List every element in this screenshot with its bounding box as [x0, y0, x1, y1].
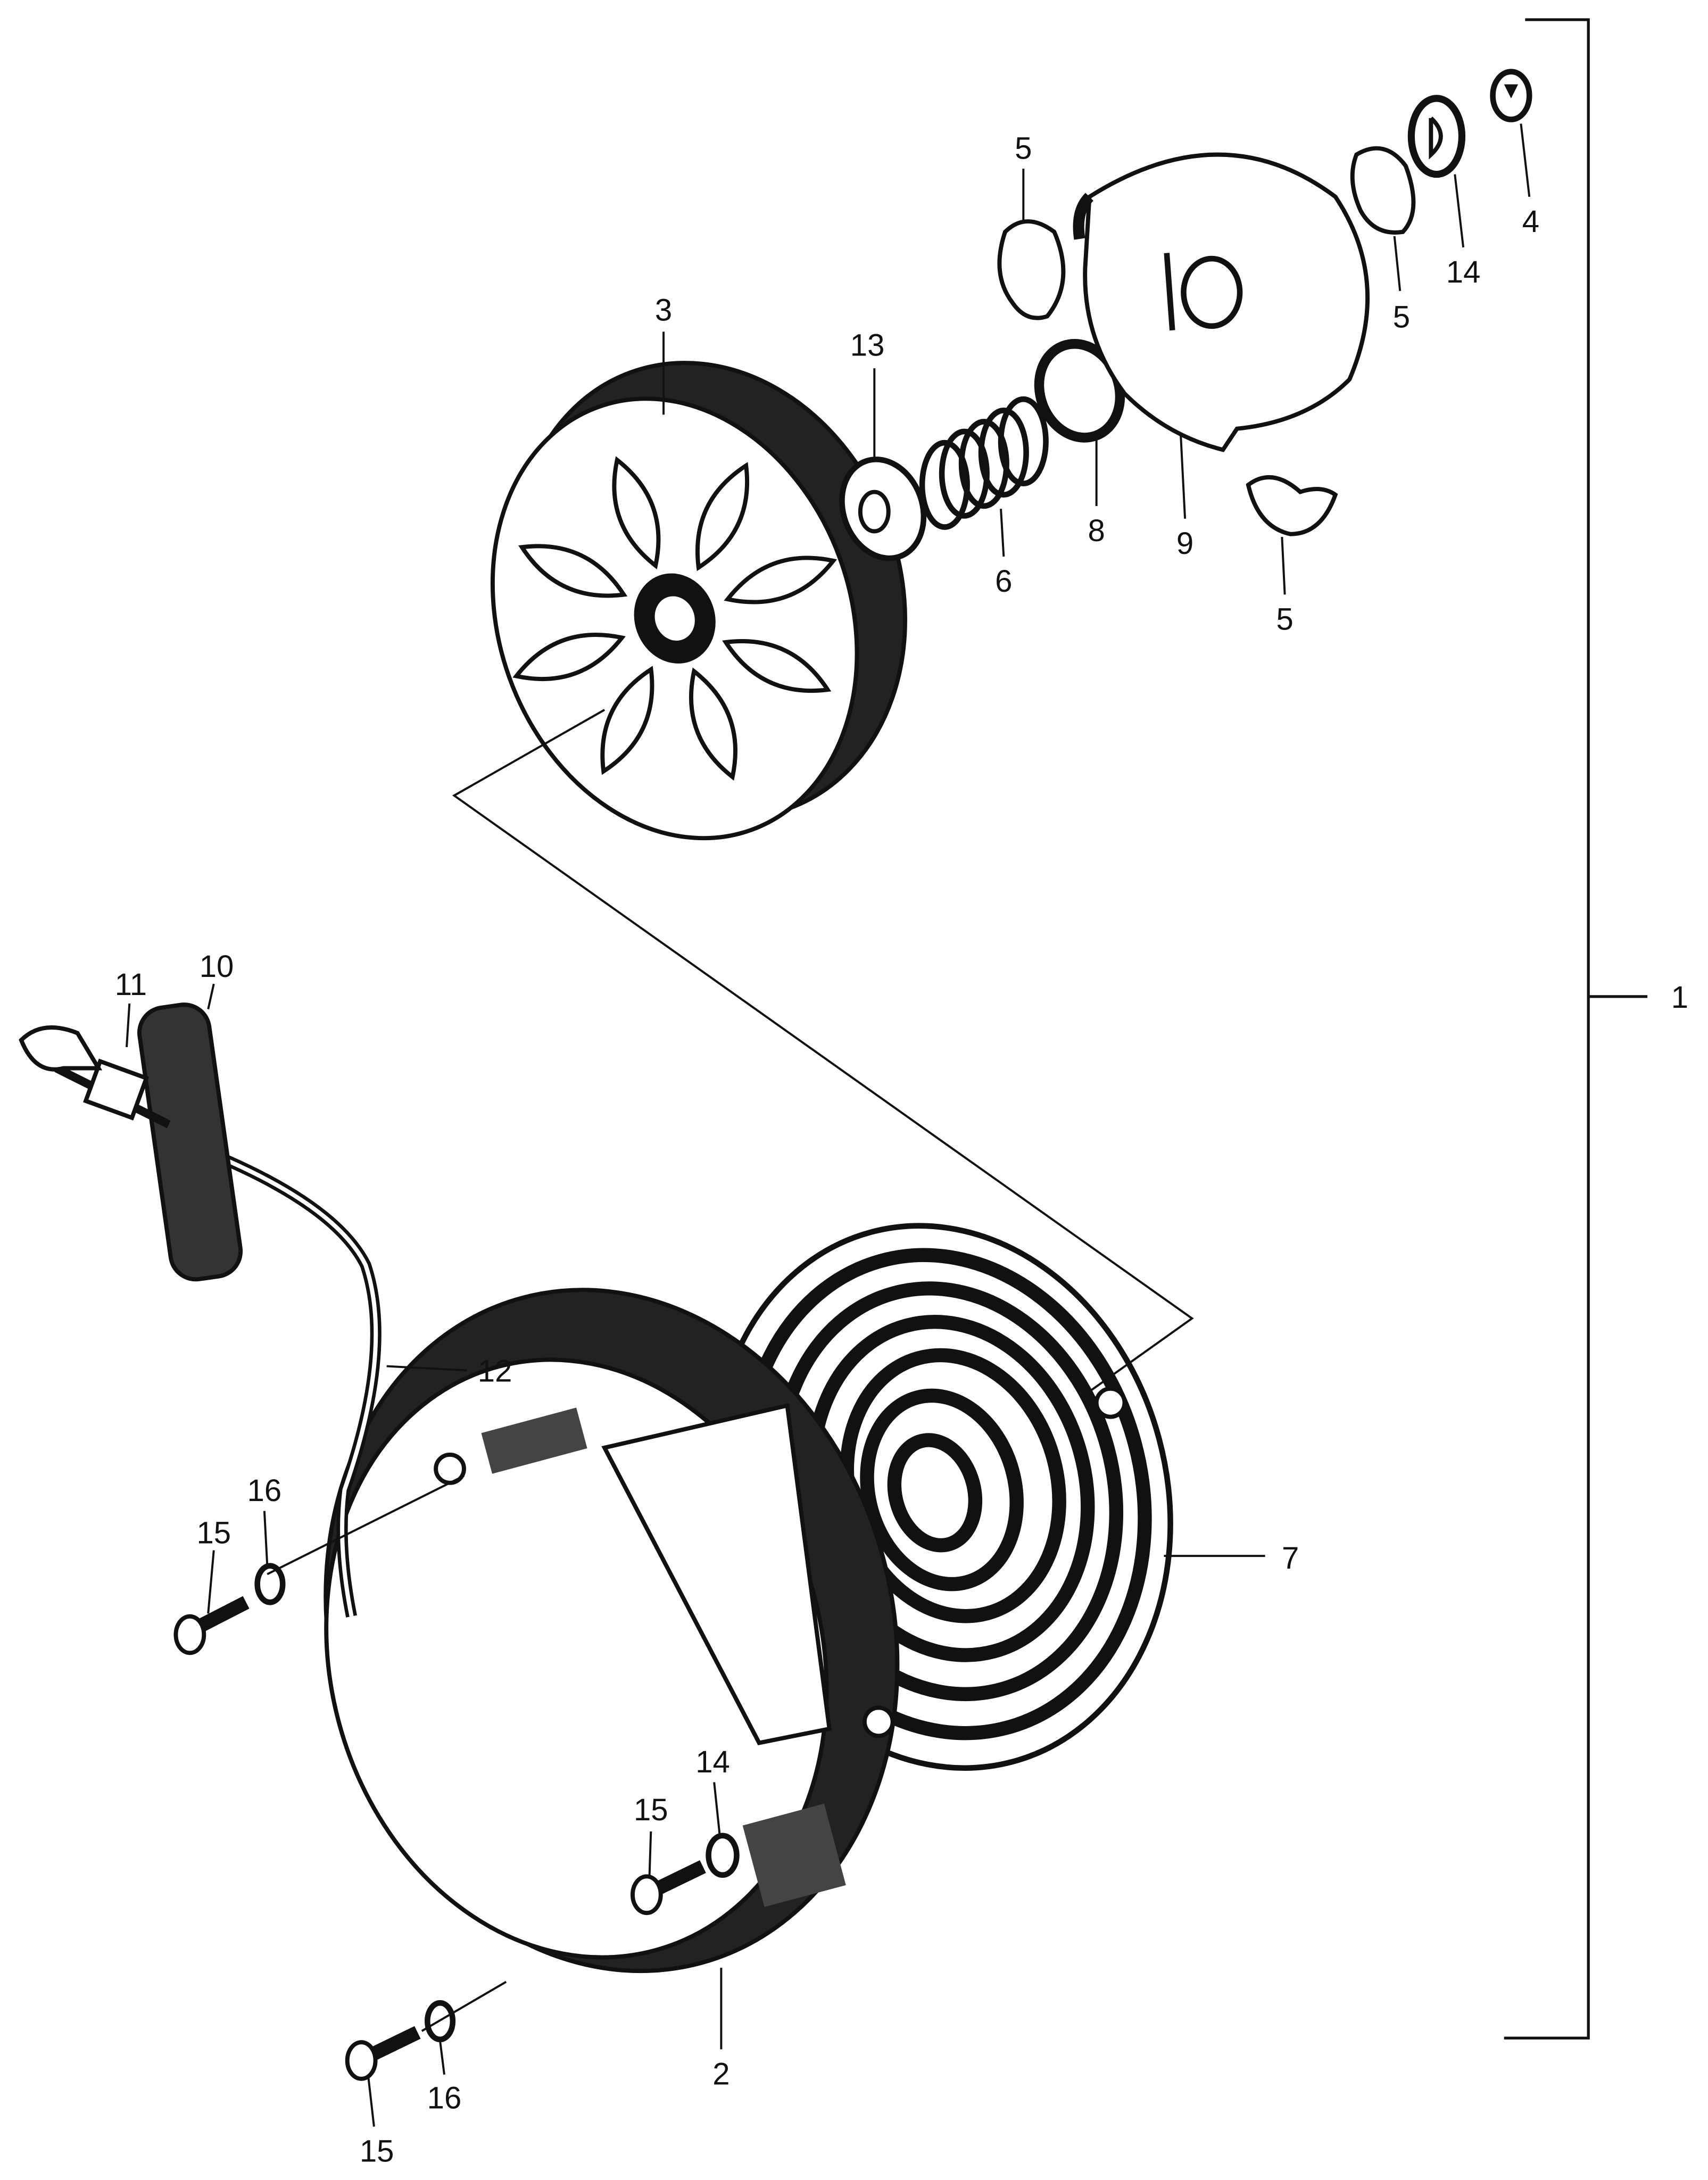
callout-washer-bottom: 16 [427, 2080, 462, 2115]
washer-bottom [425, 2000, 456, 2043]
rope-stopper [83, 1058, 150, 1121]
washer-top [1407, 95, 1466, 178]
pawl-top [997, 219, 1066, 320]
callout-handle: 10 [200, 949, 234, 984]
callout-case: 2 [712, 2057, 729, 2091]
friction-spring [919, 396, 1049, 530]
callout-collar: 13 [850, 328, 885, 362]
callout-recoil-spring: 7 [1282, 1541, 1299, 1576]
alignment-leader [267, 709, 1194, 2032]
callout-pawl-top: 5 [1015, 131, 1032, 165]
starter-handle [19, 1002, 382, 1618]
bolt-case [630, 1860, 706, 1916]
reel [490, 361, 907, 841]
callout-friction-spring: 6 [995, 564, 1012, 599]
callout-labels: 1 2 3 4 5 5 5 6 7 8 9 10 11 12 13 14 14 … [115, 131, 1688, 2168]
clip [1490, 69, 1532, 122]
callout-reel: 3 [655, 293, 672, 327]
collar [839, 457, 927, 561]
callout-return-spring: 8 [1088, 513, 1105, 548]
callout-friction-plate: 9 [1176, 526, 1193, 561]
callout-washer-top: 14 [1446, 255, 1481, 289]
bolt-left [173, 1596, 250, 1655]
callout-pawl-bottom: 5 [1276, 602, 1293, 636]
callout-pawl-right: 5 [1393, 300, 1410, 334]
callout-rope-stopper: 11 [115, 967, 147, 1002]
washer-left [254, 1563, 286, 1605]
pawl-bottom [1246, 475, 1338, 536]
callout-rope: 12 [478, 1354, 512, 1389]
leader-lines [126, 123, 1531, 2127]
callout-washer-left: 16 [247, 1473, 282, 1508]
starter-case [324, 1288, 900, 1974]
callout-clip: 4 [1522, 204, 1539, 239]
bolt-bottom [345, 2026, 421, 2081]
pawl-right [1350, 146, 1416, 235]
washer-case [706, 1833, 740, 1878]
assembly-bracket [1504, 18, 1648, 2040]
callout-bolt-bottom: 15 [360, 2134, 394, 2169]
friction-plate [1073, 152, 1370, 452]
callout-bolt-left: 15 [196, 1515, 231, 1550]
callout-washer-case: 14 [695, 1745, 730, 1779]
callout-assembly: 1 [1671, 980, 1688, 1015]
callout-bolt-case: 15 [634, 1793, 668, 1827]
